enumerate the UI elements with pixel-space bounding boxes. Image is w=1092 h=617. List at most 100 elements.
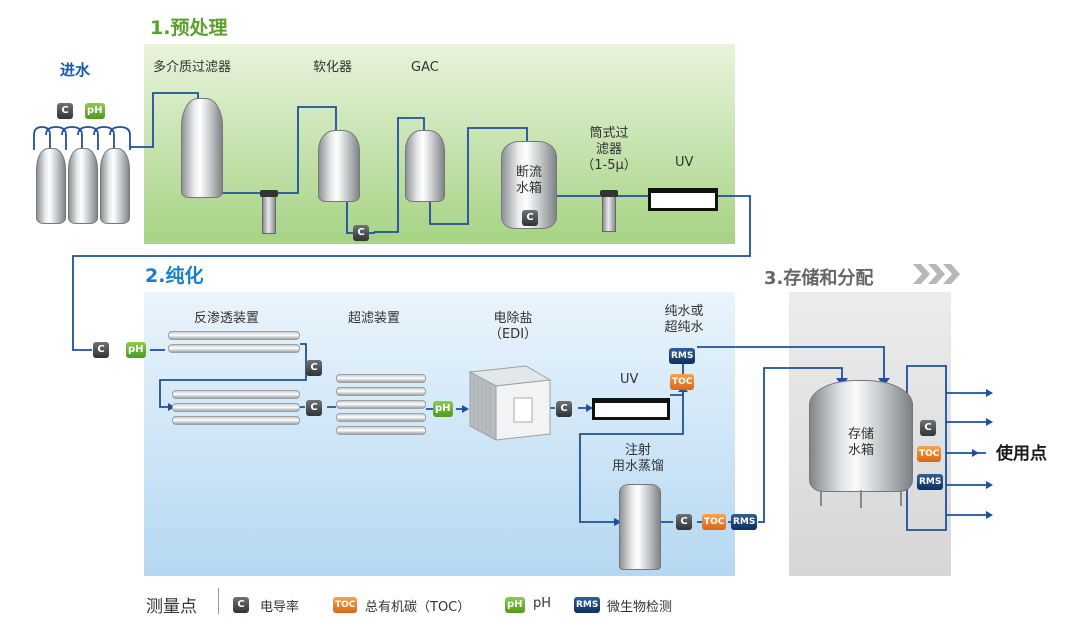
toc-badge: TOC [702,514,727,530]
arrow-dist-3 [972,449,979,457]
softener-tank [318,130,360,202]
c-badge: C [920,420,936,436]
uf-module-1 [336,374,426,383]
c-badge: C [522,210,538,226]
chevron-1 [913,264,930,284]
c-badge: C [93,342,109,358]
uv-2-label: UV [620,372,639,387]
pipe-rms-to-storage [697,346,885,380]
inlet-tank-1 [36,148,66,224]
c-badge: C [353,225,369,241]
arrow-dist-1 [986,389,993,397]
legend-divider [218,588,219,614]
uv-1-lamp [648,188,718,193]
edi-module [468,365,552,441]
uv-2-lamp [592,398,670,403]
softener-label: 软化器 [313,60,353,75]
cartridge-filter-cap [600,190,618,197]
inlet-tank-3 [100,148,130,224]
section-title-pretreatment: 1.预处理 [150,17,228,39]
inlet-pipe [33,126,131,150]
storage-tank-label-line1: 存储 [847,427,874,442]
ph-badge: pH [505,597,525,613]
ro-label: 反渗透装置 [194,311,260,326]
pure-water-label: 纯水或 超纯水 [654,304,714,336]
legend-rms-desc: 微生物检测 [607,600,673,615]
storage-tank [809,380,913,492]
cartridge-filter-label-line3: （1-5μ） [581,158,637,173]
section-title-storage: 3.存储和分配 [764,268,874,289]
storage-tank-label-line2: 水箱 [847,443,874,458]
arrow-edi-in [462,405,469,413]
water-in-label: 进水 [60,61,91,79]
toc-badge: TOC [333,597,358,613]
c-badge: C [306,360,322,376]
c-badge: C [306,400,322,416]
wfi-label-line2: 用水蒸馏 [611,459,664,474]
point-of-use-label: 使用点 [996,444,1047,464]
pure-water-label-line2: 超纯水 [664,320,704,335]
arrow-ro2-in [168,403,175,411]
uf-module-2 [336,387,426,396]
legend-ph-desc: pH [533,596,552,611]
pipe-inlet-to-mmf [130,92,199,148]
break-tank-label-line2: 水箱 [515,181,542,196]
pipe-wfi-to-storage [758,367,843,523]
ro-membrane-2 [168,344,300,353]
chevron-3 [943,264,960,284]
cartridge-filter [602,196,616,232]
ph-badge: pH [433,401,453,417]
uf-module-3 [336,400,426,409]
storage-tank-label: 存储 水箱 [830,427,892,459]
c-badge: C [676,514,692,530]
edi-label-line2: （EDI） [488,327,538,342]
cartridge-filter-label-line1: 筒式过 [589,126,629,141]
pipe-distribution-loop [906,365,947,531]
cartridge-1-cap [260,190,278,197]
arrow-dist-5 [986,511,993,519]
cartridge-filter-label-line2: 滤器 [595,142,622,157]
c-badge: C [233,597,249,613]
legend-title: 测量点 [146,597,197,617]
rms-badge: RMS [917,474,944,490]
pipe-uv-to-purification [72,195,751,351]
arrow-uv2-in [586,404,593,412]
break-tank-label: 断流 水箱 [505,165,553,197]
section-title-purification: 2.纯化 [145,265,204,287]
wfi-label-line1: 注射 [624,443,651,458]
uv-2-unit [592,402,670,420]
gac-tank [405,130,445,202]
uf-label: 超滤装置 [348,311,401,326]
rms-badge: RMS [669,348,696,364]
uf-module-4 [336,413,426,422]
ro-membrane-1 [168,331,300,340]
c-badge: C [57,103,73,119]
rms-badge: RMS [574,597,601,613]
legend-c-desc: 电导率 [260,600,300,615]
ph-badge: pH [85,103,105,119]
arrow-dist-2 [986,418,993,426]
inlet-tank-2 [68,148,98,224]
break-tank-label-line1: 断流 [515,165,542,180]
multimedia-filter-label: 多介质过滤器 [153,60,232,75]
storage-tank-legs [820,490,902,508]
edi-label: 电除盐 （EDI） [478,311,548,343]
chevron-2 [928,264,945,284]
pure-water-label-line1: 纯水或 [664,304,704,319]
uv-1-unit [648,191,718,211]
c-badge: C [556,401,572,417]
arrow-dist-4 [986,481,993,489]
uv-1-label: UV [675,155,694,170]
ro-membrane-4 [172,403,300,412]
pipe-ro-to-stage2 [159,343,307,408]
legend-toc-desc: 总有机碳（TOC） [365,600,471,615]
cartridge-filter-label: 筒式过 滤器 （1-5μ） [578,126,640,174]
ph-badge: pH [126,342,146,358]
pipe-gac-to-tank [429,127,528,225]
wfi-distiller [619,484,661,570]
toc-badge: TOC [917,446,942,462]
multimedia-filter-tank [181,98,223,198]
cartridge-1 [262,196,276,234]
